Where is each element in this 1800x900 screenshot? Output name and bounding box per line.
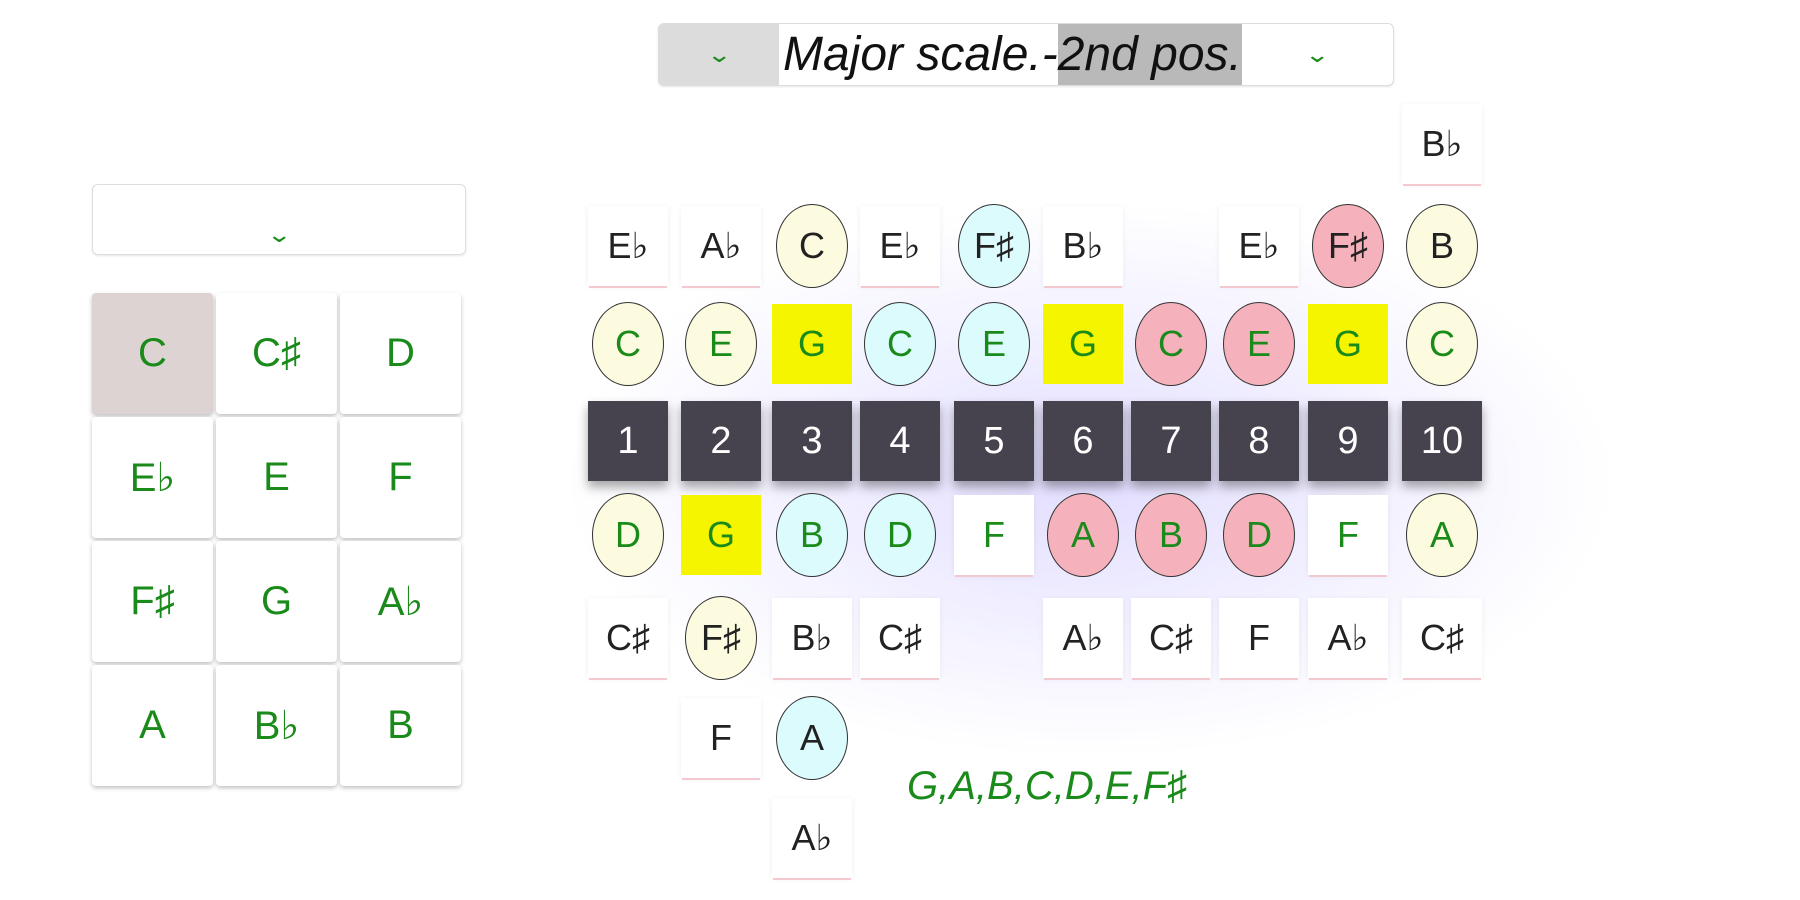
hole-number: 5 xyxy=(954,401,1034,481)
key-button[interactable]: B xyxy=(340,665,461,786)
note-cell[interactable]: D xyxy=(592,493,664,577)
note-cell[interactable]: G xyxy=(772,304,852,384)
note-cell[interactable]: F xyxy=(681,698,761,778)
note-cell[interactable]: F xyxy=(954,495,1034,575)
key-button[interactable]: D xyxy=(340,293,461,414)
note-cell[interactable]: C xyxy=(1406,302,1478,386)
note-cell[interactable]: C xyxy=(1135,302,1207,386)
hole-number: 8 xyxy=(1219,401,1299,481)
key-button[interactable]: B♭ xyxy=(216,665,337,786)
note-cell[interactable]: D xyxy=(1223,493,1295,577)
note-cell[interactable]: B♭ xyxy=(772,598,852,678)
key-button[interactable]: A xyxy=(92,665,213,786)
key-button[interactable]: E♭ xyxy=(92,417,213,538)
hole-number: 6 xyxy=(1043,401,1123,481)
note-cell[interactable]: B xyxy=(776,493,848,577)
hole-number: 7 xyxy=(1131,401,1211,481)
hole-number: 4 xyxy=(860,401,940,481)
scale-selector[interactable]: ⌄ Major scale.- 2nd pos. ⌄ xyxy=(658,23,1394,86)
note-cell[interactable]: A♭ xyxy=(1043,598,1123,678)
note-cell[interactable]: C♯ xyxy=(1402,598,1482,678)
note-cell[interactable]: A xyxy=(1406,493,1478,577)
note-cell[interactable]: G xyxy=(1308,304,1388,384)
note-cell[interactable]: F xyxy=(1308,495,1388,575)
note-cell[interactable]: D xyxy=(864,493,936,577)
scale-notes: G,A,B,C,D,E,F♯ xyxy=(907,764,1188,808)
note-cell[interactable]: E xyxy=(685,302,757,386)
hole-number: 2 xyxy=(681,401,761,481)
note-cell[interactable]: A♭ xyxy=(772,798,852,878)
note-cell[interactable]: B xyxy=(1135,493,1207,577)
note-cell[interactable]: F♯ xyxy=(685,596,757,680)
note-cell[interactable]: C xyxy=(592,302,664,386)
note-cell[interactable]: F♯ xyxy=(958,204,1030,288)
hole-number: 1 xyxy=(588,401,668,481)
hole-number: 9 xyxy=(1308,401,1388,481)
key-button[interactable]: C xyxy=(92,293,213,414)
key-button[interactable]: C♯ xyxy=(216,293,337,414)
note-cell[interactable]: C♯ xyxy=(588,598,668,678)
note-cell[interactable]: B♭ xyxy=(1043,206,1123,286)
key-button[interactable]: G xyxy=(216,541,337,662)
note-cell[interactable]: C xyxy=(864,302,936,386)
note-cell[interactable]: B♭ xyxy=(1402,104,1482,184)
note-cell[interactable]: A♭ xyxy=(681,206,761,286)
note-cell[interactable]: E♭ xyxy=(588,206,668,286)
key-button[interactable]: F xyxy=(340,417,461,538)
position-dropdown-button[interactable]: ⌄ xyxy=(1242,42,1393,68)
note-cell[interactable]: F xyxy=(1219,598,1299,678)
note-cell[interactable]: G xyxy=(681,495,761,575)
note-cell[interactable]: F♯ xyxy=(1312,204,1384,288)
note-cell[interactable]: C xyxy=(776,204,848,288)
position-label: 2nd pos. xyxy=(1057,24,1242,85)
note-cell[interactable]: C♯ xyxy=(1131,598,1211,678)
note-cell[interactable]: E♭ xyxy=(860,206,940,286)
prev-position-button[interactable]: ⌄ xyxy=(659,24,779,85)
key-dropdown[interactable]: ⌄ xyxy=(92,184,466,255)
key-button[interactable]: E xyxy=(216,417,337,538)
note-cell[interactable]: G xyxy=(1043,304,1123,384)
note-cell[interactable]: A xyxy=(776,696,848,780)
key-button[interactable]: F♯ xyxy=(92,541,213,662)
chevron-down-icon: ⌄ xyxy=(706,41,732,67)
note-cell[interactable]: E xyxy=(958,302,1030,386)
key-button[interactable]: A♭ xyxy=(340,541,461,662)
note-cell[interactable]: E xyxy=(1223,302,1295,386)
note-cell[interactable]: B xyxy=(1406,204,1478,288)
note-cell[interactable]: C♯ xyxy=(860,598,940,678)
scale-name: Major scale.- xyxy=(783,28,1058,81)
chevron-down-icon: ⌄ xyxy=(266,222,292,247)
chevron-down-icon: ⌄ xyxy=(1304,41,1331,67)
note-cell[interactable]: E♭ xyxy=(1219,206,1299,286)
note-cell[interactable]: A xyxy=(1047,493,1119,577)
note-cell[interactable]: A♭ xyxy=(1308,598,1388,678)
hole-number: 3 xyxy=(772,401,852,481)
hole-number: 10 xyxy=(1402,401,1482,481)
